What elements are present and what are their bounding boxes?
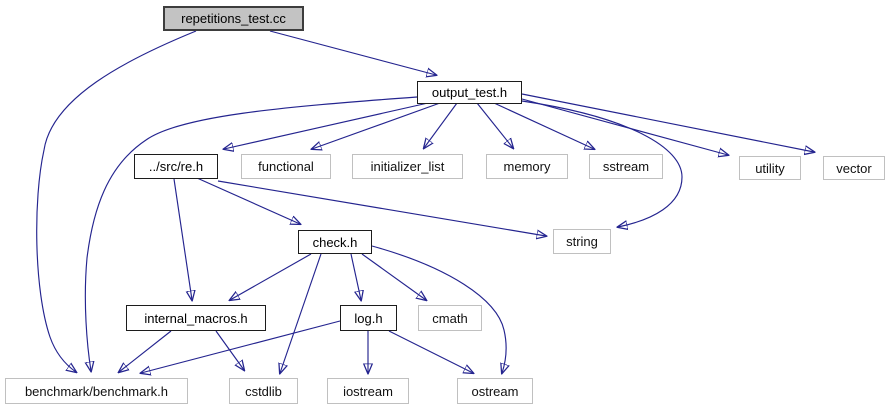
edge-output-test-to-initializer-list [424, 102, 458, 148]
node-src-re-h[interactable]: ../src/re.h [134, 154, 218, 179]
edge-output-test-to-functional [312, 102, 441, 149]
edge-repetitions-test-to-output-test [269, 30, 436, 75]
node-output-test-h[interactable]: output_test.h [417, 81, 522, 104]
edge-re-to-check [196, 177, 300, 224]
edge-output-test-to-string [521, 100, 683, 227]
node-benchmark-benchmark-h: benchmark/benchmark.h [5, 378, 188, 404]
edge-output-test-to-re [224, 102, 429, 149]
node-log-h[interactable]: log.h [340, 305, 397, 331]
edge-check-to-log [350, 253, 361, 300]
node-repetitions-test-cc: repetitions_test.cc [163, 6, 304, 31]
node-memory: memory [486, 154, 568, 179]
edge-output-test-to-memory [476, 102, 513, 148]
node-cmath: cmath [418, 305, 482, 331]
edge-output-test-to-sstream [493, 102, 594, 149]
edge-check-to-ostream [371, 245, 506, 373]
edge-repetitions-test-to-benchmark [36, 30, 197, 372]
edge-internal-macros-to-cstdlib [215, 330, 244, 370]
edge-check-to-cmath [361, 253, 426, 300]
edge-internal-macros-to-benchmark [119, 330, 172, 372]
edge-log-to-ostream [388, 330, 473, 373]
node-iostream: iostream [327, 378, 409, 404]
edge-re-to-string [217, 180, 546, 236]
node-functional: functional [241, 154, 331, 179]
edge-re-to-internal-macros [173, 178, 192, 300]
edge-log-to-benchmark [141, 320, 341, 373]
node-vector: vector [823, 156, 885, 180]
edge-output-test-to-vector [521, 93, 814, 152]
edge-check-to-cstdlib [280, 253, 322, 373]
node-internal-macros-h[interactable]: internal_macros.h [126, 305, 266, 331]
node-string: string [553, 229, 611, 254]
edge-output-test-to-benchmark [85, 96, 418, 371]
node-cstdlib: cstdlib [229, 378, 298, 404]
node-check-h[interactable]: check.h [298, 230, 372, 254]
node-sstream: sstream [589, 154, 663, 179]
node-initializer-list: initializer_list [352, 154, 463, 179]
edge-check-to-internal-macros [230, 253, 312, 300]
edge-output-test-to-utility [521, 98, 728, 155]
node-ostream: ostream [457, 378, 533, 404]
node-utility: utility [739, 156, 801, 180]
